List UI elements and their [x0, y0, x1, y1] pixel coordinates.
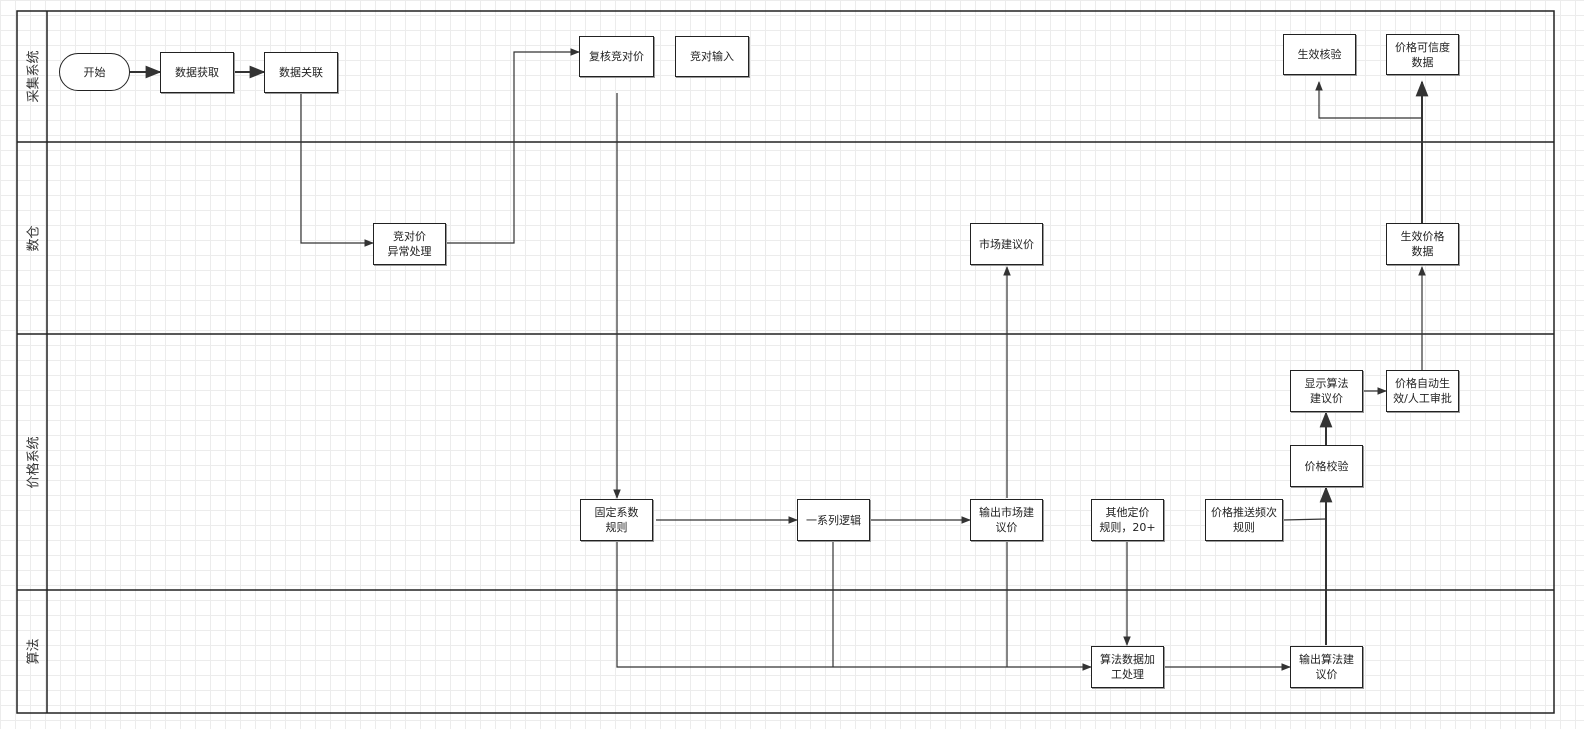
- edge-push-frequency-to-check-line: [1282, 518, 1327, 521]
- fixed-coefficient-rule-node: 固定系数 规则: [580, 499, 653, 541]
- start-node: 开始: [59, 53, 130, 91]
- edge-exception-to-review: [446, 48, 580, 244]
- price-credibility-data-node: 价格可信度 数据: [1386, 34, 1459, 75]
- other-pricing-rules-node: 其他定价 规则，20+: [1091, 499, 1164, 541]
- edge-fixed-rule-to-algo-processing: [616, 541, 1092, 671]
- show-algo-price-node: 显示算法 建议价: [1290, 370, 1363, 412]
- data-link-node: 数据关联: [264, 52, 338, 93]
- logic-series-node: 一系列逻辑: [797, 499, 870, 541]
- effective-check-node: 生效核验: [1283, 34, 1356, 75]
- competitor-input-node: 竞对输入: [675, 36, 749, 77]
- market-suggested-price-node: 市场建议价: [970, 223, 1043, 265]
- data-fetch-node: 数据获取: [160, 52, 234, 93]
- push-frequency-rule-node: 价格推送频次 规则: [1205, 499, 1283, 541]
- price-check-node: 价格校验: [1290, 445, 1363, 487]
- output-market-price-node: 输出市场建 议价: [970, 499, 1043, 541]
- edge-to-effective-check: [1315, 81, 1422, 119]
- review-competitor-price-node: 复核竞对价: [579, 36, 654, 77]
- algo-data-processing-node: 算法数据加 工处理: [1091, 646, 1164, 688]
- edge-link-to-exception: [300, 93, 374, 247]
- output-algo-price-node: 输出算法建 议价: [1290, 646, 1363, 688]
- diagram-border: [16, 10, 1555, 714]
- auto-effect-approval-node: 价格自动生 效/人工审批: [1386, 370, 1459, 412]
- competitor-exception-node: 竞对价 异常处理: [373, 223, 446, 265]
- effective-price-data-node: 生效价格 数据: [1386, 223, 1459, 265]
